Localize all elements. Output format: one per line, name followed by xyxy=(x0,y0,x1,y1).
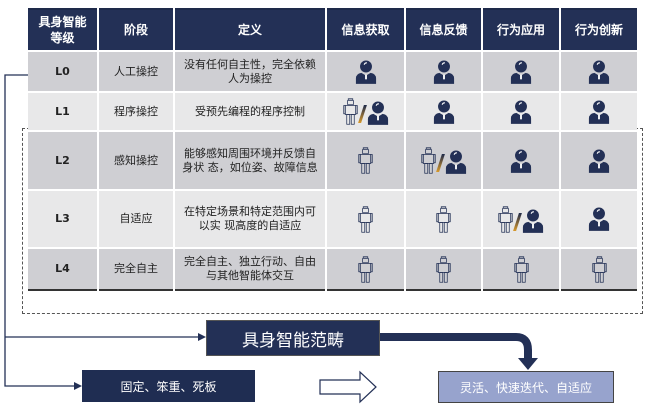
actor-cell xyxy=(481,189,560,248)
arrowhead-icon xyxy=(518,358,538,370)
embodied-robot-box: 灵活、快速迭代、自适应 xyxy=(438,371,614,403)
actor-cell xyxy=(325,189,405,248)
arrowhead-icon xyxy=(74,382,82,390)
stage-cell: 人工操控 xyxy=(97,50,174,92)
arrowhead-icon xyxy=(198,333,206,341)
header-cell: 行为应用 xyxy=(481,9,560,51)
actor-cell xyxy=(481,130,560,190)
stage-cell: 感知操控 xyxy=(97,130,174,190)
level-cell: L1 xyxy=(28,91,98,131)
actor-cell xyxy=(559,50,637,92)
traditional-robot-box: 固定、笨重、死板 xyxy=(82,370,255,402)
header-cell: 行为创新 xyxy=(559,9,637,51)
actor-cell xyxy=(559,189,637,248)
actor-cell xyxy=(325,130,405,190)
header-cell: 定义 xyxy=(173,9,326,51)
actor-cell xyxy=(404,130,482,190)
actor-cell xyxy=(404,189,482,248)
definition-cell: 在特定场景和特定范围内可以实 现高度的自适应 xyxy=(173,189,326,248)
hollow-arrow-icon xyxy=(319,370,377,404)
level-cell: L2 xyxy=(28,130,98,190)
curved-arrow xyxy=(378,333,532,360)
actor-cell xyxy=(559,91,637,131)
header-cell: 信息反馈 xyxy=(404,9,482,51)
definition-cell: 受预先编程的程序控制 xyxy=(173,91,326,131)
header-cell: 信息获取 xyxy=(325,9,405,51)
actor-cell xyxy=(325,50,405,92)
actor-cell xyxy=(481,50,560,92)
actor-cell xyxy=(404,50,482,92)
actor-cell xyxy=(481,247,560,290)
header-cell: 具身智能等级 xyxy=(28,9,98,51)
actor-cell xyxy=(404,247,482,290)
stage-cell: 程序操控 xyxy=(97,91,174,131)
level-cell: L0 xyxy=(28,50,98,92)
actor-cell xyxy=(404,91,482,131)
level-cell: L4 xyxy=(28,247,98,290)
scope-label-box: 具身智能范畴 xyxy=(206,320,380,356)
stage-cell: 自适应 xyxy=(97,189,174,248)
stage-cell: 完全自主 xyxy=(97,247,174,290)
actor-cell xyxy=(325,91,405,131)
actor-cell xyxy=(559,130,637,190)
actor-cell xyxy=(481,91,560,131)
actor-cell xyxy=(325,247,405,290)
actor-cell xyxy=(559,247,637,290)
level-cell: L3 xyxy=(28,189,98,248)
definition-cell: 没有任何自主性，完全依赖人为操控 xyxy=(173,50,326,92)
definition-cell: 能够感知周围环境并反馈自身状 态，如位姿、故障信息 xyxy=(173,130,326,190)
definition-cell: 完全自主、独立行动、自由与其他智能体交互 xyxy=(173,247,326,290)
header-cell: 阶段 xyxy=(97,9,174,51)
